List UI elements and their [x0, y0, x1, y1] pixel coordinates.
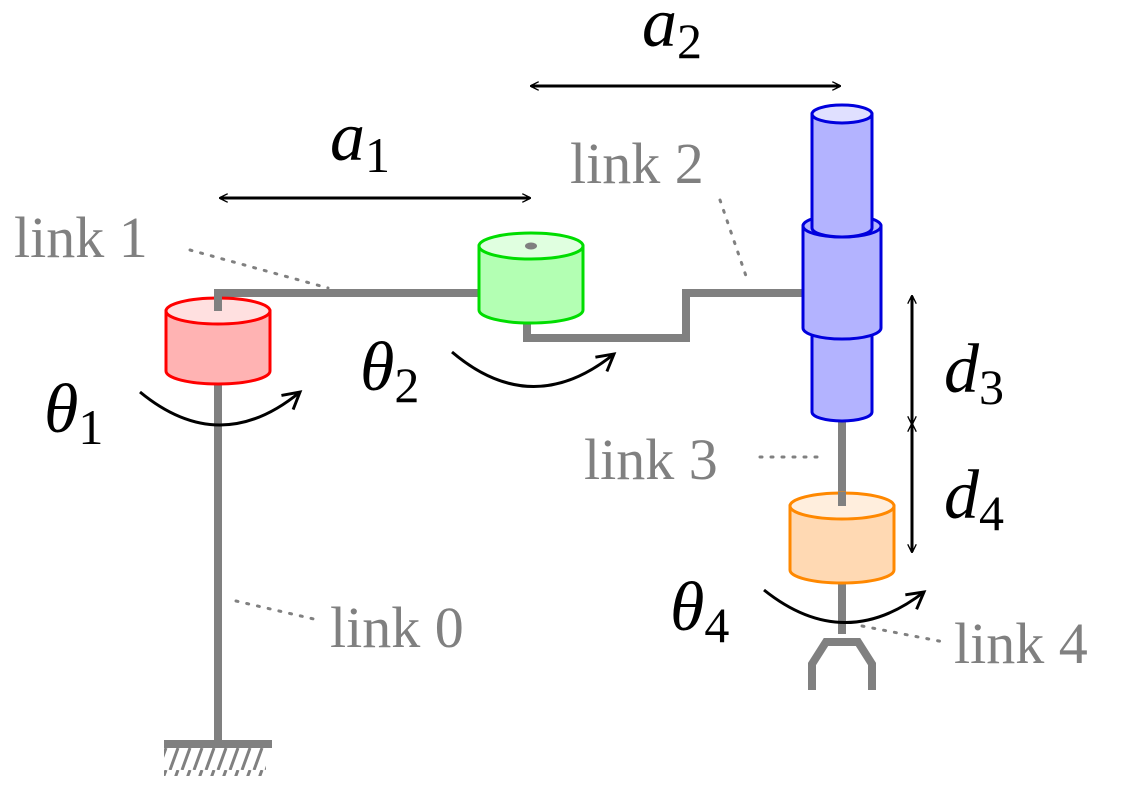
d4-label: d4 — [944, 457, 1004, 541]
link-2-label: link 2 — [570, 131, 704, 196]
link-0-label: link 0 — [330, 595, 464, 660]
link-4-gripper — [808, 583, 876, 690]
joint-1-body — [164, 309, 272, 386]
joint-3-upper — [810, 112, 874, 239]
theta-2-arc — [451, 350, 617, 388]
a1-label: a1 — [330, 99, 390, 183]
joint-4-cylinder — [788, 491, 896, 585]
theta-1-arc — [139, 390, 303, 427]
joint-3-top — [810, 103, 874, 125]
link-2-leader — [718, 198, 748, 278]
joint-2-cylinder — [477, 231, 585, 325]
theta-1-label: θ1 — [44, 371, 103, 455]
joint-3-sleeve — [801, 224, 883, 341]
joint-3-cylinder — [801, 103, 883, 423]
link-4-leader — [860, 624, 946, 644]
a2-label: a2 — [642, 0, 702, 69]
link-1-leader — [188, 248, 330, 290]
ground-symbol — [164, 740, 272, 776]
joint-2-body — [477, 244, 585, 325]
theta-2-label: θ2 — [360, 329, 419, 413]
d3-label: d3 — [944, 331, 1004, 415]
theta-4-label: θ4 — [670, 569, 729, 653]
link-4-label: link 4 — [954, 611, 1088, 676]
link-2-bar — [523, 289, 806, 342]
ground-hatch — [164, 744, 266, 776]
joint-4-body — [788, 504, 896, 585]
joint-2-axis-dot — [525, 242, 537, 250]
joint-3-lower — [810, 328, 874, 423]
theta-4-arc — [763, 588, 927, 624]
link-0-leader — [234, 599, 320, 622]
link-1-label: link 1 — [14, 205, 148, 270]
joint-1-cylinder — [164, 293, 272, 386]
link-3-label: link 3 — [584, 427, 718, 492]
